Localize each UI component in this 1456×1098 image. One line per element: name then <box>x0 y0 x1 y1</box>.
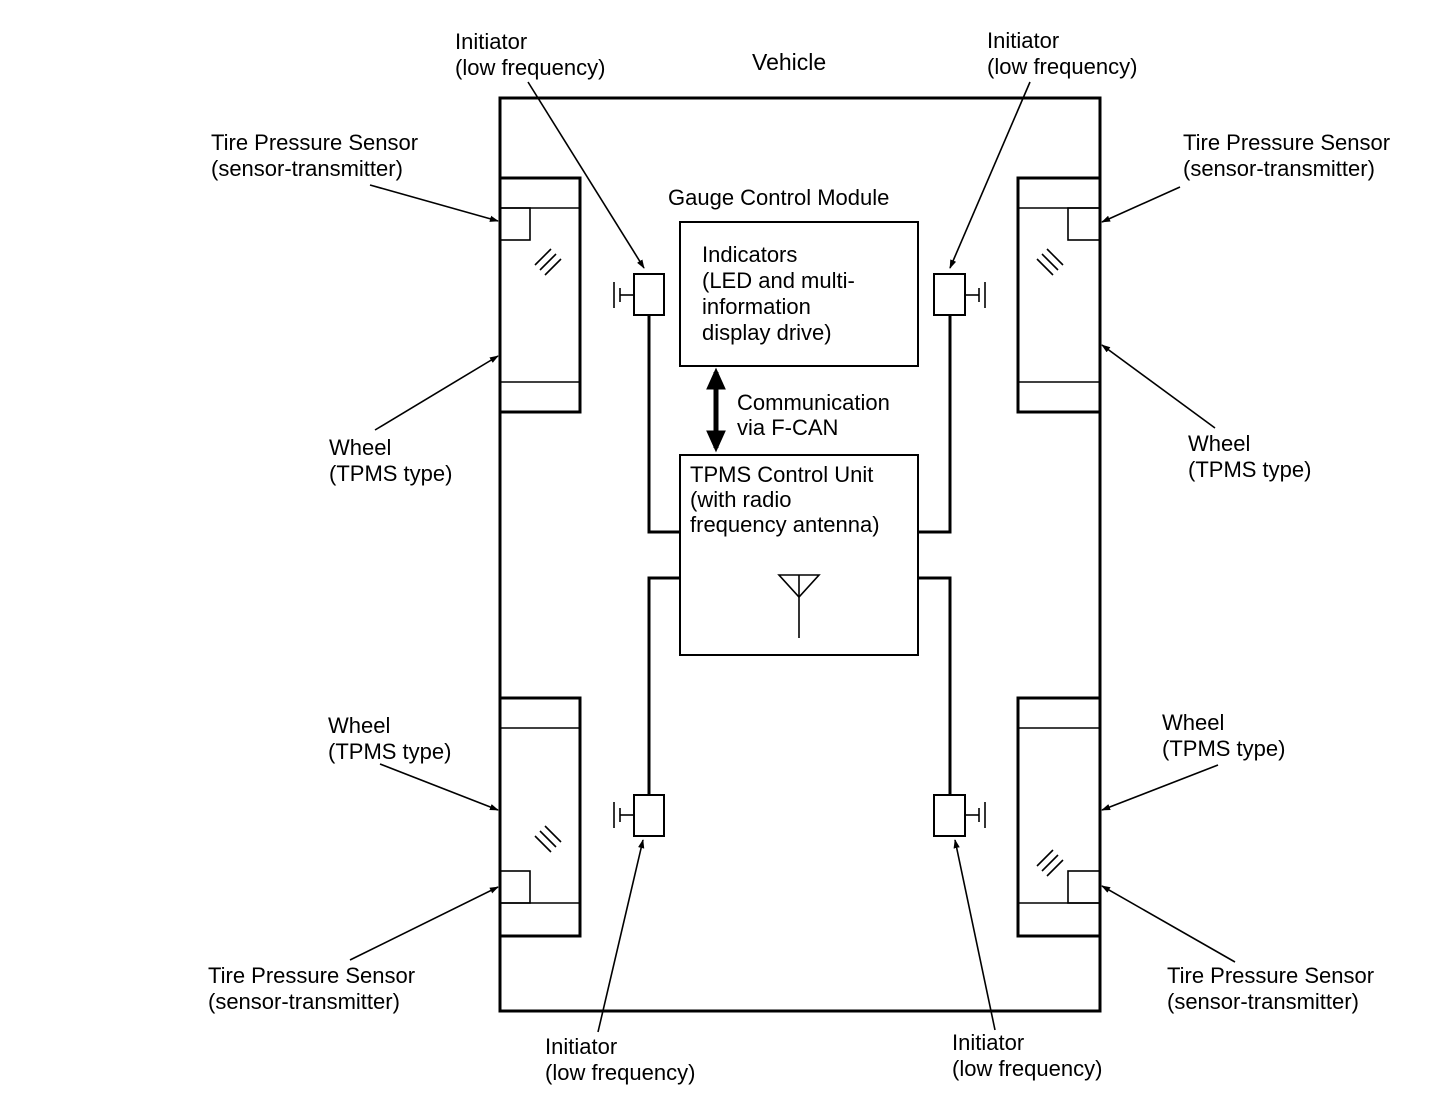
tire-pressure-sensor-label: (sensor-transmitter) <box>208 989 400 1014</box>
initiator-front-left <box>613 273 665 316</box>
leader-arrows <box>349 81 1236 1033</box>
initiator-label: (low frequency) <box>545 1060 695 1085</box>
tire-pressure-sensor-label: Tire Pressure Sensor <box>211 130 418 155</box>
tire-pressure-sensor-icon <box>499 870 531 904</box>
wheel-label: Wheel <box>329 435 391 460</box>
tire-pressure-sensor-label: (sensor-transmitter) <box>1183 156 1375 181</box>
initiator-label: Initiator <box>987 28 1059 53</box>
tpms-control-unit-label: frequency antenna) <box>690 512 880 537</box>
indicators-label: Indicators <box>702 242 797 267</box>
initiator-front-right <box>933 273 986 316</box>
initiator-rear-right <box>933 794 986 837</box>
indicators-label: (LED and multi- <box>702 268 855 293</box>
vehicle-label: Vehicle <box>752 49 826 75</box>
tpms-control-unit-label: (with radio <box>690 487 791 512</box>
initiator-label: (low frequency) <box>987 54 1137 79</box>
wheel-front-left <box>498 176 582 414</box>
communication-label: Communication <box>737 390 890 415</box>
wheel-label: Wheel <box>1162 710 1224 735</box>
wheel-label: (TPMS type) <box>328 739 451 764</box>
tire-pressure-sensor-label: Tire Pressure Sensor <box>1167 963 1374 988</box>
vehicle-outline <box>498 96 1102 1013</box>
initiator-wiring <box>647 316 952 795</box>
initiator-label: Initiator <box>952 1030 1024 1055</box>
tire-pressure-sensor-icon <box>1067 870 1101 904</box>
tire-pressure-sensor-icon <box>499 207 531 241</box>
tire-pressure-sensor-label: Tire Pressure Sensor <box>1183 130 1390 155</box>
tire-pressure-sensor-icon <box>1067 207 1101 241</box>
gauge-control-module-box <box>679 221 919 367</box>
antenna-icon <box>777 574 821 638</box>
initiator-label: (low frequency) <box>455 55 605 80</box>
initiator-label: Initiator <box>545 1034 617 1059</box>
wheel-front-right <box>1016 176 1102 414</box>
initiator-rear-left <box>613 794 665 837</box>
wheel-rear-left <box>498 696 582 938</box>
tire-pressure-sensor-label: (sensor-transmitter) <box>1167 989 1359 1014</box>
initiator-label: (low frequency) <box>952 1056 1102 1081</box>
tire-pressure-sensor-label: (sensor-transmitter) <box>211 156 403 181</box>
tpms-control-unit-label: TPMS Control Unit <box>690 462 873 487</box>
wheel-rear-right <box>1016 696 1102 938</box>
wheel-label: (TPMS type) <box>1188 457 1311 482</box>
gauge-control-module-title: Gauge Control Module <box>668 185 889 210</box>
tire-pressure-sensor-label: Tire Pressure Sensor <box>208 963 415 988</box>
initiator-label: Initiator <box>455 29 527 54</box>
wheel-label: Wheel <box>1188 431 1250 456</box>
indicators-label: information <box>702 294 811 319</box>
communication-label: via F-CAN <box>737 415 838 440</box>
wheel-label: (TPMS type) <box>1162 736 1285 761</box>
wheel-label: (TPMS type) <box>329 461 452 486</box>
indicators-label: display drive) <box>702 320 832 345</box>
wheel-label: Wheel <box>328 713 390 738</box>
